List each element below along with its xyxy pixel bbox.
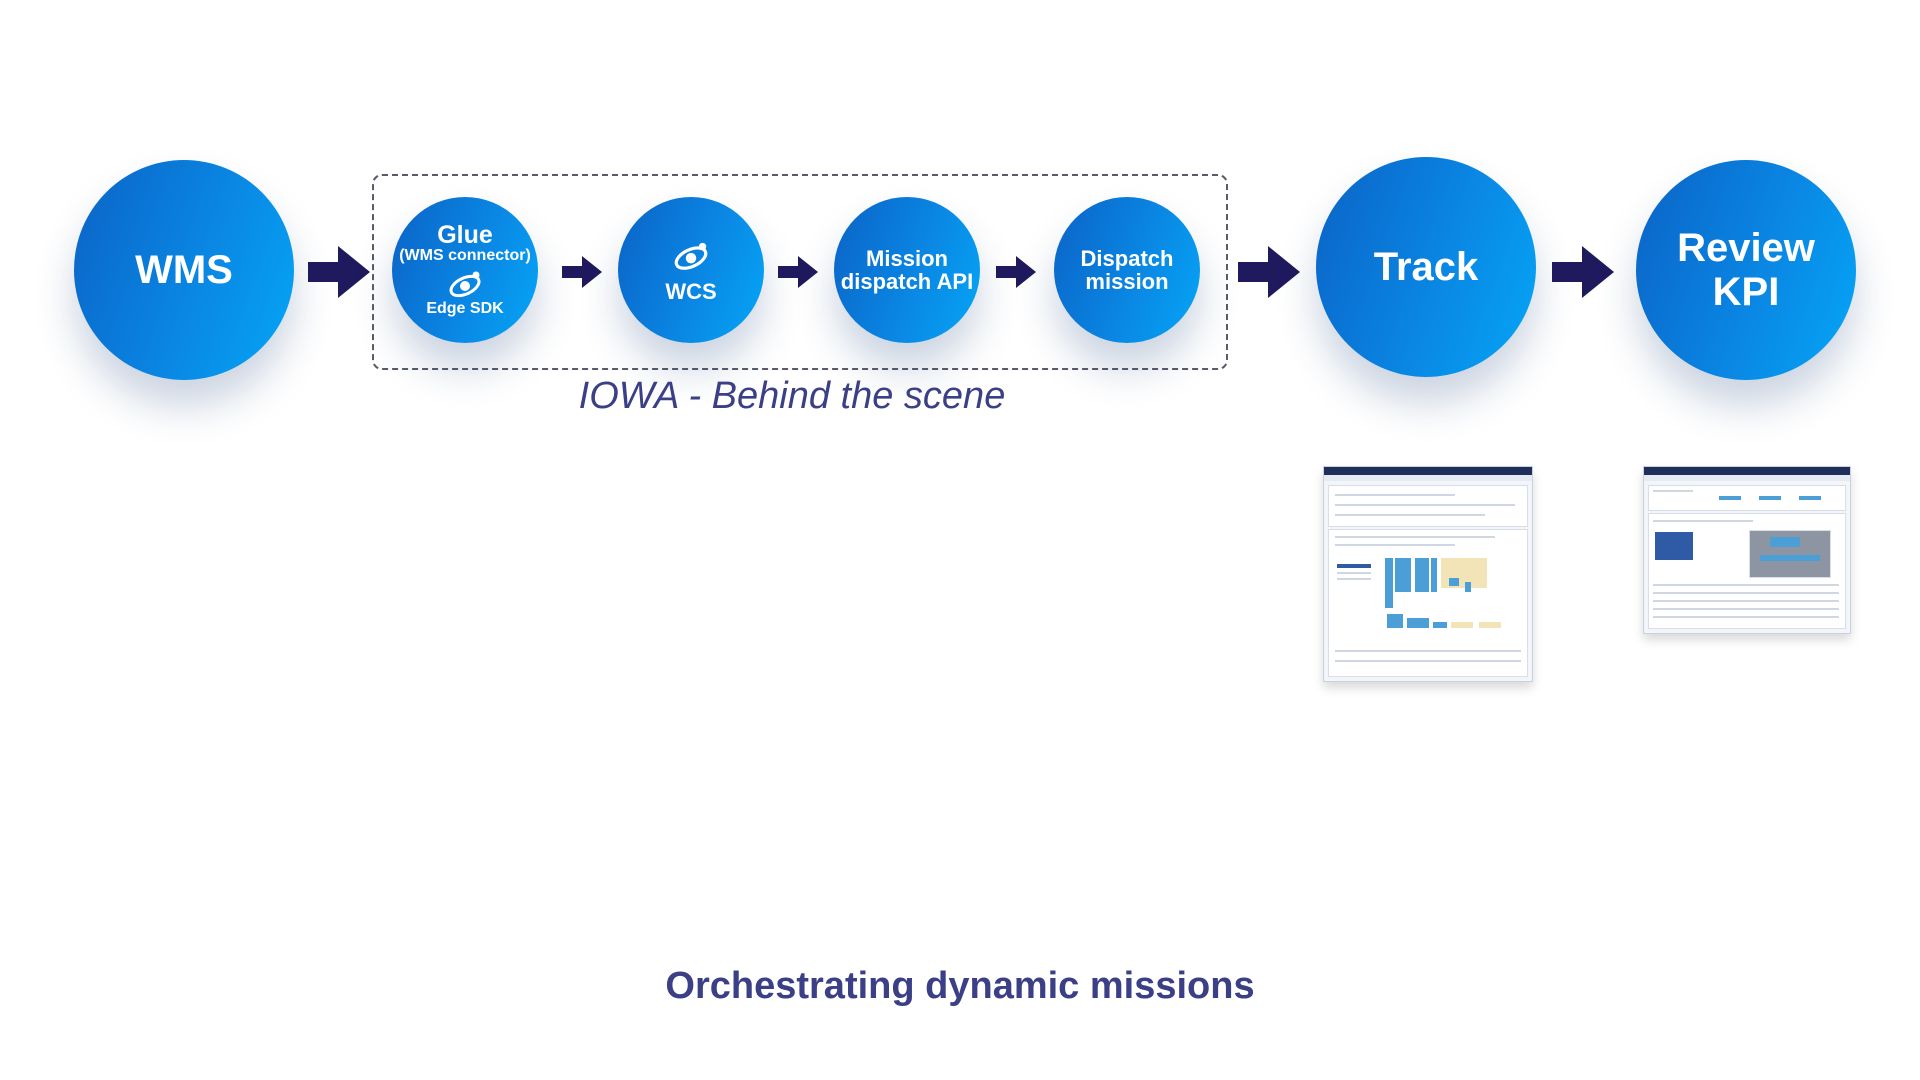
iowa-group-caption: IOWA - Behind the scene: [578, 375, 1006, 417]
arrow-right-icon: [1238, 246, 1300, 298]
dispatch-label-line1: Dispatch: [1080, 245, 1174, 271]
review-label-line1: Review: [1677, 226, 1815, 270]
orbit-logo-icon: [449, 271, 481, 298]
dispatch-label-line2: mission: [1085, 269, 1169, 294]
mission-api-label-line2: dispatch API: [840, 269, 974, 294]
arrow-right-icon: [778, 256, 818, 288]
iowa-group-frame: [372, 174, 1228, 370]
mission-api-label-line1: Mission: [866, 245, 948, 271]
review-label-line2: KPI: [1712, 270, 1780, 314]
review-kpi-node: Review KPI: [1636, 160, 1856, 380]
glue-node: Glue (WMS connector) Edge SDK: [392, 197, 538, 343]
wms-node: WMS: [74, 160, 294, 380]
orbit-logo-icon: [674, 243, 708, 271]
arrow-right-icon: [562, 256, 602, 288]
glue-sublabel: (WMS connector): [399, 247, 531, 265]
wms-label: WMS: [135, 248, 233, 292]
page-title: Orchestrating dynamic missions: [665, 965, 1255, 1007]
arrow-right-icon: [1552, 246, 1614, 298]
glue-label: Glue: [437, 221, 493, 250]
wcs-node: WCS: [618, 197, 764, 343]
track-label: Track: [1373, 245, 1479, 289]
track-screenshot-thumbnail: [1323, 466, 1533, 682]
wcs-label: WCS: [665, 279, 717, 305]
dispatch-mission-node: Dispatch mission: [1054, 197, 1200, 343]
mission-dispatch-api-node: Mission dispatch API: [834, 197, 980, 343]
arrow-right-icon: [996, 256, 1036, 288]
arrow-right-icon: [308, 246, 370, 298]
kpi-screenshot-thumbnail: [1643, 466, 1851, 634]
edge-sdk-label: Edge SDK: [426, 300, 504, 318]
track-node: Track: [1316, 157, 1536, 377]
